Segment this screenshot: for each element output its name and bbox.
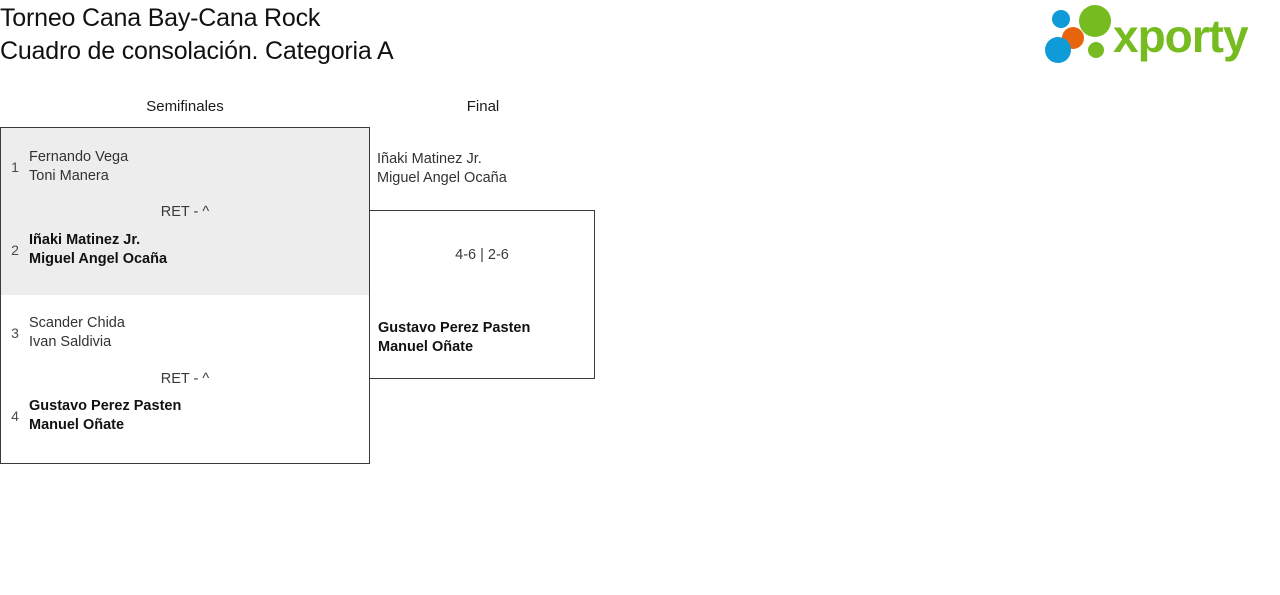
- player-name: Gustavo Perez Pasten: [29, 398, 182, 414]
- player-name: Manuel Oñate: [378, 339, 474, 355]
- player-name: Gustavo Perez Pasten: [378, 320, 531, 336]
- match-semifinal-1[interactable]: 1 Fernando Vega Toni Manera RET - ^ 2 Iñ…: [0, 127, 370, 296]
- logo-wordmark: xporty: [1113, 10, 1249, 62]
- logo-dot-green-large: [1079, 5, 1111, 37]
- seed-number: 3: [11, 325, 19, 341]
- seed-number: 2: [11, 242, 19, 258]
- player-name: Miguel Angel Ocaña: [29, 251, 168, 267]
- bracket-subtitle: Cuadro de consolación. Categoria A: [0, 37, 394, 65]
- match-team-bottom[interactable]: 2 Iñaki Matinez Jr. Miguel Angel Ocaña: [1, 231, 167, 269]
- xporty-logo[interactable]: xporty: [1043, 5, 1275, 63]
- page-title: Torneo Cana Bay-Cana Rock Cuadro de cons…: [0, 2, 394, 68]
- player-name: Iñaki Matinez Jr.: [29, 232, 141, 248]
- round-header-final: Final: [466, 98, 500, 115]
- match-team-bottom[interactable]: 4 Gustavo Perez Pasten Manuel Oñate: [1, 397, 181, 435]
- final-team-bottom[interactable]: Gustavo Perez Pasten Manuel Oñate: [378, 319, 530, 357]
- team-players: Scander Chida Ivan Saldivia: [29, 314, 125, 352]
- match-team-top[interactable]: 1 Fernando Vega Toni Manera: [1, 148, 128, 186]
- player-name: Miguel Angel Ocaña: [377, 170, 507, 186]
- final-team-top[interactable]: Iñaki Matinez Jr. Miguel Angel Ocaña: [377, 150, 507, 188]
- match-score: RET - ^: [160, 204, 210, 220]
- page-header: Torneo Cana Bay-Cana Rock Cuadro de cons…: [0, 0, 1280, 80]
- team-players: Gustavo Perez Pasten Manuel Oñate: [378, 319, 530, 357]
- logo-dot-green-small: [1088, 42, 1104, 58]
- match-score: 4-6 | 2-6: [455, 247, 509, 263]
- player-name: Ivan Saldivia: [29, 334, 112, 350]
- round-header-semifinals: Semifinales: [146, 98, 224, 115]
- match-score: RET - ^: [160, 371, 210, 387]
- seed-number: 1: [11, 159, 19, 175]
- match-final[interactable]: 4-6 | 2-6 Gustavo Perez Pasten Manuel Oñ…: [369, 210, 595, 379]
- team-players: Fernando Vega Toni Manera: [29, 148, 128, 186]
- player-name: Toni Manera: [29, 168, 109, 184]
- player-name: Scander Chida: [29, 315, 125, 331]
- player-name: Fernando Vega: [29, 149, 129, 165]
- seed-number: 4: [11, 408, 19, 424]
- tournament-name: Torneo Cana Bay-Cana Rock: [0, 4, 321, 32]
- player-name: Iñaki Matinez Jr.: [377, 151, 482, 167]
- player-name: Manuel Oñate: [29, 417, 125, 433]
- logo-dot-blue-large: [1045, 37, 1071, 63]
- match-team-top[interactable]: 3 Scander Chida Ivan Saldivia: [1, 314, 125, 352]
- team-players: Iñaki Matinez Jr. Miguel Angel Ocaña: [29, 231, 167, 269]
- team-players: Gustavo Perez Pasten Manuel Oñate: [29, 397, 181, 435]
- match-semifinal-2[interactable]: 3 Scander Chida Ivan Saldivia RET - ^ 4 …: [0, 295, 370, 464]
- logo-dot-blue-small: [1052, 10, 1070, 28]
